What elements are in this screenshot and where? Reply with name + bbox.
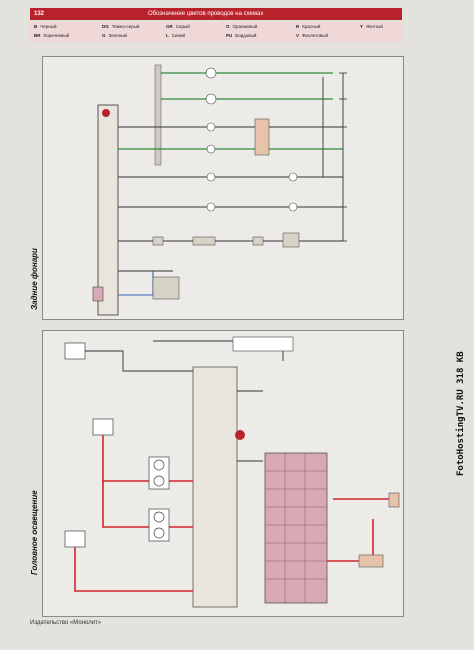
- relay-symbol: [92, 286, 104, 302]
- rear-lights-schematic: [92, 64, 347, 316]
- headlamp-symbols: [148, 456, 170, 542]
- rear-lights-diagram-panel: [42, 56, 404, 320]
- ground-marker: [102, 109, 110, 117]
- connector-block: [358, 554, 384, 568]
- page-number: 132: [34, 11, 45, 17]
- connector-block: [388, 492, 400, 508]
- headlights-schematic: [64, 336, 400, 608]
- headlights-diagram-panel: [42, 330, 404, 617]
- watermark: FotoHostingTV.RU 318 KB: [456, 351, 466, 476]
- fuse-symbols: [64, 342, 114, 548]
- page-header-title: Обозначение цветов проводов на схемах: [148, 11, 264, 17]
- black-wires: [85, 340, 284, 462]
- page-header: 132 Обозначение цветов проводов на схема…: [30, 8, 402, 20]
- indicator-lamp: [232, 336, 294, 352]
- switch-module-grid: [265, 453, 327, 603]
- black-wires: [118, 73, 344, 272]
- publisher-footer: Издательство «Монолит»: [30, 620, 102, 626]
- headlight-switch-module: [264, 452, 328, 604]
- ground-marker: [235, 430, 245, 440]
- rear-control-module: [97, 104, 119, 316]
- lamp-symbols: [205, 67, 298, 212]
- headlights-section-title: Головное освещение: [30, 490, 39, 575]
- green-wires: [118, 72, 343, 150]
- junction-box: [192, 366, 238, 608]
- ground-symbols: [339, 72, 347, 242]
- rear-lights-section-title: Задние фонари: [30, 248, 39, 310]
- connector-strip: [154, 64, 162, 166]
- blue-wire: [118, 271, 154, 296]
- bottom-components: [152, 232, 300, 300]
- connector-block: [254, 118, 270, 156]
